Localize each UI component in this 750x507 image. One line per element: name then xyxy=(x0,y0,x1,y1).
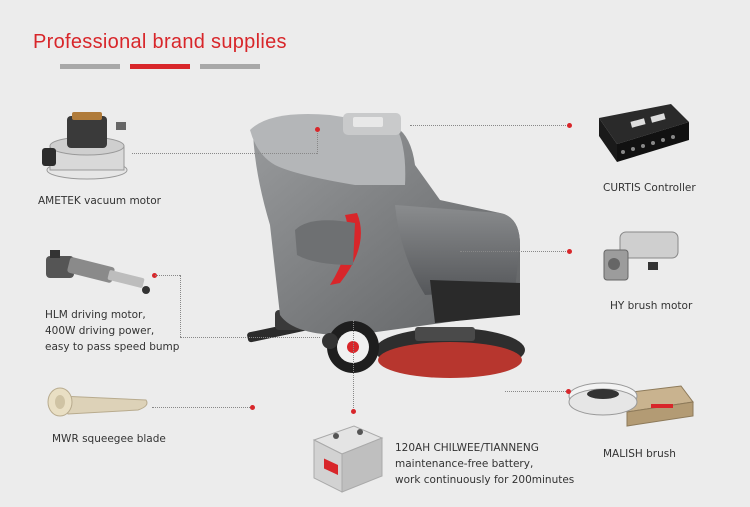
battery-description: 120AH CHILWEE/TIANNENG maintenance-free … xyxy=(395,440,574,488)
floor-scrubber-icon xyxy=(247,113,525,378)
driving-motor-line-1: HLM driving motor, xyxy=(45,309,146,321)
title-divider-center xyxy=(130,64,190,69)
driving-motor-leader-line xyxy=(155,275,180,276)
battery-leader-line xyxy=(353,320,354,410)
brush-motor-leader-line xyxy=(460,251,570,252)
battery-icon xyxy=(312,425,384,493)
driving-motor-line-2: 400W driving power, xyxy=(45,325,155,337)
page-title: Professional brand supplies xyxy=(33,31,287,53)
controller-marker xyxy=(567,123,572,128)
battery-marker xyxy=(351,409,356,414)
vacuum-motor-leader-line xyxy=(132,153,317,154)
brush-motor-icon xyxy=(603,231,679,281)
driving-motor-leader-line-bottom xyxy=(180,337,320,338)
battery-line-1: 120AH CHILWEE/TIANNENG xyxy=(395,442,539,454)
squeegee-blade-leader-line xyxy=(152,407,252,408)
vacuum-motor-marker xyxy=(315,127,320,132)
driving-motor-line-3: easy to pass speed bump xyxy=(45,341,180,353)
controller-label: CURTIS Controller xyxy=(603,182,696,194)
battery-line-2: maintenance-free battery, xyxy=(395,458,534,470)
brush-leader-line xyxy=(505,391,568,392)
controller-leader-line xyxy=(410,125,570,126)
driving-motor-description: HLM driving motor, 400W driving power, e… xyxy=(45,307,179,355)
controller-icon xyxy=(599,104,689,162)
squeegee-blade-label: MWR squeegee blade xyxy=(52,433,166,445)
title-divider-left xyxy=(60,64,120,69)
squeegee-blade-marker xyxy=(250,405,255,410)
driving-motor-icon xyxy=(46,250,150,294)
brush-motor-label: HY brush motor xyxy=(610,300,693,312)
title-divider-right xyxy=(200,64,260,69)
driving-motor-marker xyxy=(152,273,157,278)
squeegee-blade-icon xyxy=(47,387,148,417)
brush-motor-marker xyxy=(567,249,572,254)
brush-label: MALISH brush xyxy=(603,448,676,460)
vacuum-motor-leader-line-vertical xyxy=(317,130,318,154)
brush-icon xyxy=(568,382,694,427)
vacuum-motor-label: AMETEK vacuum motor xyxy=(38,195,161,207)
vacuum-motor-icon xyxy=(42,112,128,180)
battery-line-3: work continuously for 200minutes xyxy=(395,474,575,486)
brush-marker xyxy=(566,389,571,394)
driving-motor-leader-line-vertical xyxy=(180,275,181,337)
